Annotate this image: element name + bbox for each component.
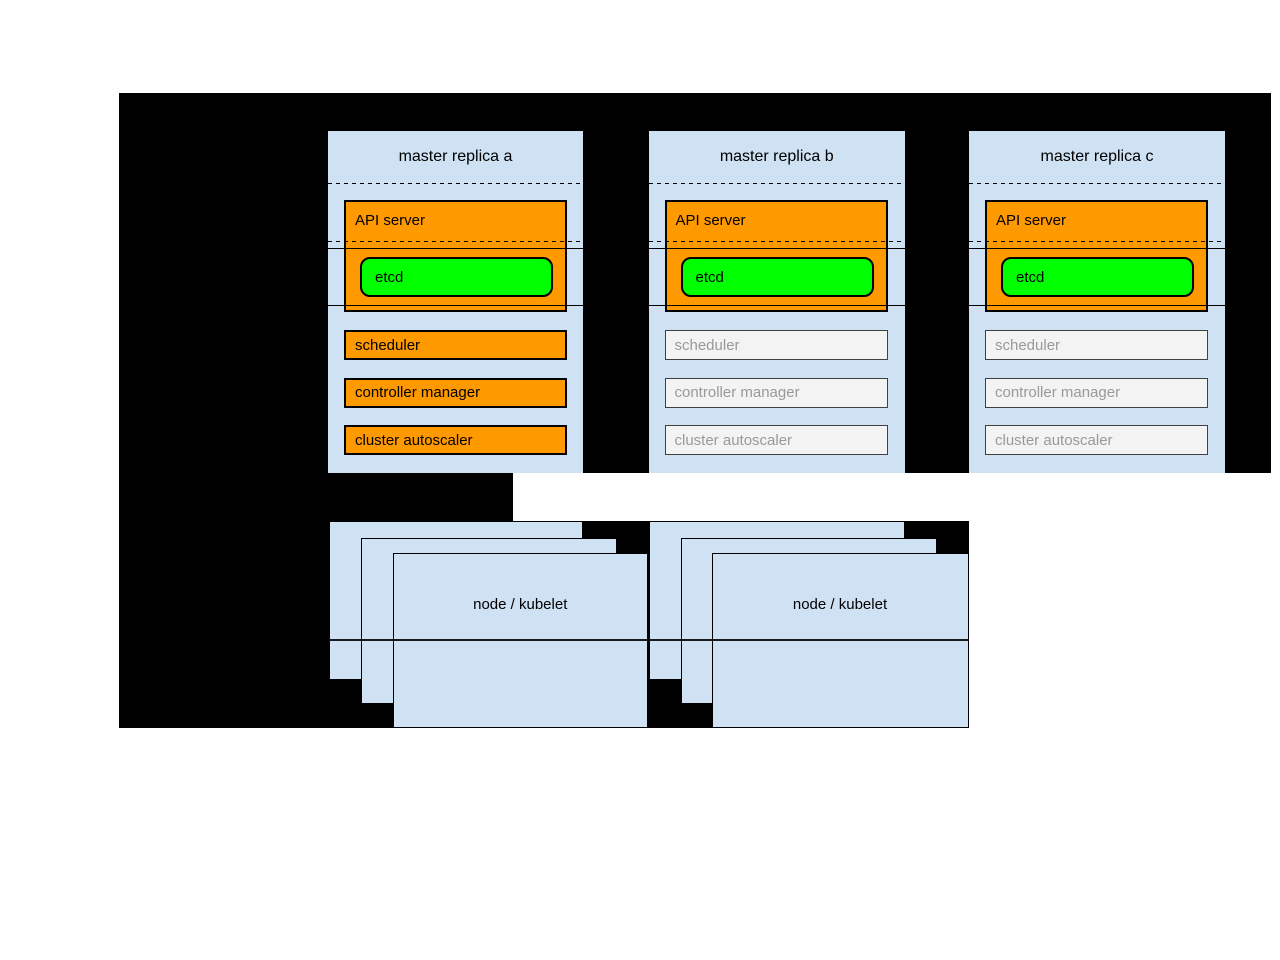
zone-dashed-line — [969, 240, 1225, 242]
node-divider-line — [649, 639, 969, 641]
scheduler-label: scheduler — [674, 336, 740, 354]
zone-dashed-line — [328, 240, 583, 242]
etcd-zone-line-bottom — [328, 305, 583, 306]
background-left-strip — [119, 473, 513, 521]
controller-manager-label: controller manager — [995, 384, 1121, 401]
scheduler-label: scheduler — [355, 336, 421, 354]
master-replica-b-panel: master replica b API server etcd schedul… — [648, 131, 905, 473]
controller-manager-box: controller manager — [664, 377, 888, 408]
controller-manager-box: controller manager — [344, 377, 567, 408]
node-kubelet-label: node / kubelet — [792, 595, 888, 613]
cluster-autoscaler-label: cluster autoscaler — [355, 431, 473, 449]
controller-manager-box: controller manager — [985, 377, 1208, 408]
scheduler-label: scheduler — [995, 336, 1061, 354]
api-server-label: API server — [355, 212, 426, 229]
scheduler-box: scheduler — [985, 330, 1208, 360]
zone-dashed-line — [648, 183, 905, 184]
etcd-zone-line-bottom — [648, 305, 905, 306]
cluster-autoscaler-box: cluster autoscaler — [985, 425, 1208, 455]
node-divider-line — [329, 639, 648, 641]
panel-title: master replica c — [1040, 148, 1154, 165]
panel-title: master replica a — [398, 148, 513, 165]
cluster-autoscaler-box: cluster autoscaler — [664, 425, 888, 455]
etcd-box: etcd — [1001, 257, 1194, 297]
zone-dashed-line — [328, 183, 583, 184]
cluster-autoscaler-label: cluster autoscaler — [674, 431, 793, 449]
zone-dashed-line — [969, 183, 1225, 184]
node-kubelet-label: node / kubelet — [473, 595, 568, 613]
etcd-label: etcd — [695, 268, 724, 286]
etcd-zone-line-top — [328, 248, 583, 249]
scheduler-box: scheduler — [664, 330, 888, 360]
scheduler-box: scheduler — [344, 330, 567, 360]
zone-dashed-line — [648, 240, 905, 242]
controller-manager-label: controller manager — [674, 384, 800, 401]
etcd-label: etcd — [1016, 268, 1045, 286]
master-replica-c-panel: master replica c API server etcd schedul… — [969, 131, 1225, 473]
etcd-zone-line-top — [648, 248, 905, 249]
panel-title: master replica b — [719, 148, 834, 165]
etcd-zone-line-bottom — [969, 305, 1225, 306]
api-server-label: API server — [996, 212, 1067, 229]
etcd-box: etcd — [680, 257, 874, 297]
master-replica-a-panel: master replica a API server etcd schedul… — [328, 131, 583, 473]
api-server-label: API server — [675, 212, 746, 229]
etcd-label: etcd — [375, 268, 404, 286]
controller-manager-label: controller manager — [355, 384, 481, 401]
etcd-zone-line-top — [969, 248, 1225, 249]
cluster-autoscaler-box: cluster autoscaler — [344, 425, 567, 455]
etcd-box: etcd — [360, 257, 553, 297]
cluster-autoscaler-label: cluster autoscaler — [995, 431, 1113, 449]
